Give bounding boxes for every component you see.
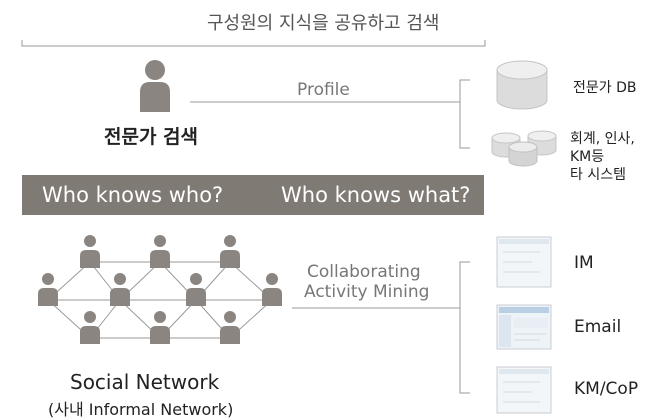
other-systems-line-1: 회계, 인사, (570, 131, 635, 147)
im-label: IM (574, 253, 594, 273)
social-network-subtitle: (사내 Informal Network) (48, 400, 234, 419)
social-network-title: Social Network (70, 370, 220, 394)
header-bracket (21, 40, 486, 47)
systems-database-icon (491, 130, 557, 167)
kmcop-screenshot-icon (496, 366, 552, 414)
profile-label: Profile (297, 80, 350, 100)
network-person-icon (38, 235, 282, 344)
who-knows-banner: Who knows who? Who knows what? (22, 175, 484, 215)
kmcop-label: KM/CoP (574, 379, 639, 399)
email-screenshot-icon (496, 304, 552, 350)
mining-label-line-1: Collaborating (307, 262, 421, 282)
expert-search-label: 전문가 검색 (104, 126, 199, 148)
expert-db-label: 전문가 DB (573, 80, 637, 96)
im-screenshot-icon (496, 236, 552, 288)
database-icon (496, 60, 548, 110)
header-title: 구성원의 지식을 공유하고 검색 (207, 13, 440, 34)
top-bracket (459, 79, 470, 149)
expert-person-icon (140, 60, 170, 112)
email-label: Email (574, 317, 622, 337)
bottom-bracket (459, 261, 470, 394)
who-knows-who-label: Who knows who? (42, 183, 224, 207)
other-systems-line-3: 타 시스템 (570, 167, 626, 183)
mining-label-line-2: Activity Mining (304, 282, 430, 302)
who-knows-what-label: Who knows what? (281, 183, 471, 207)
other-systems-line-2: KM등 (570, 149, 605, 165)
